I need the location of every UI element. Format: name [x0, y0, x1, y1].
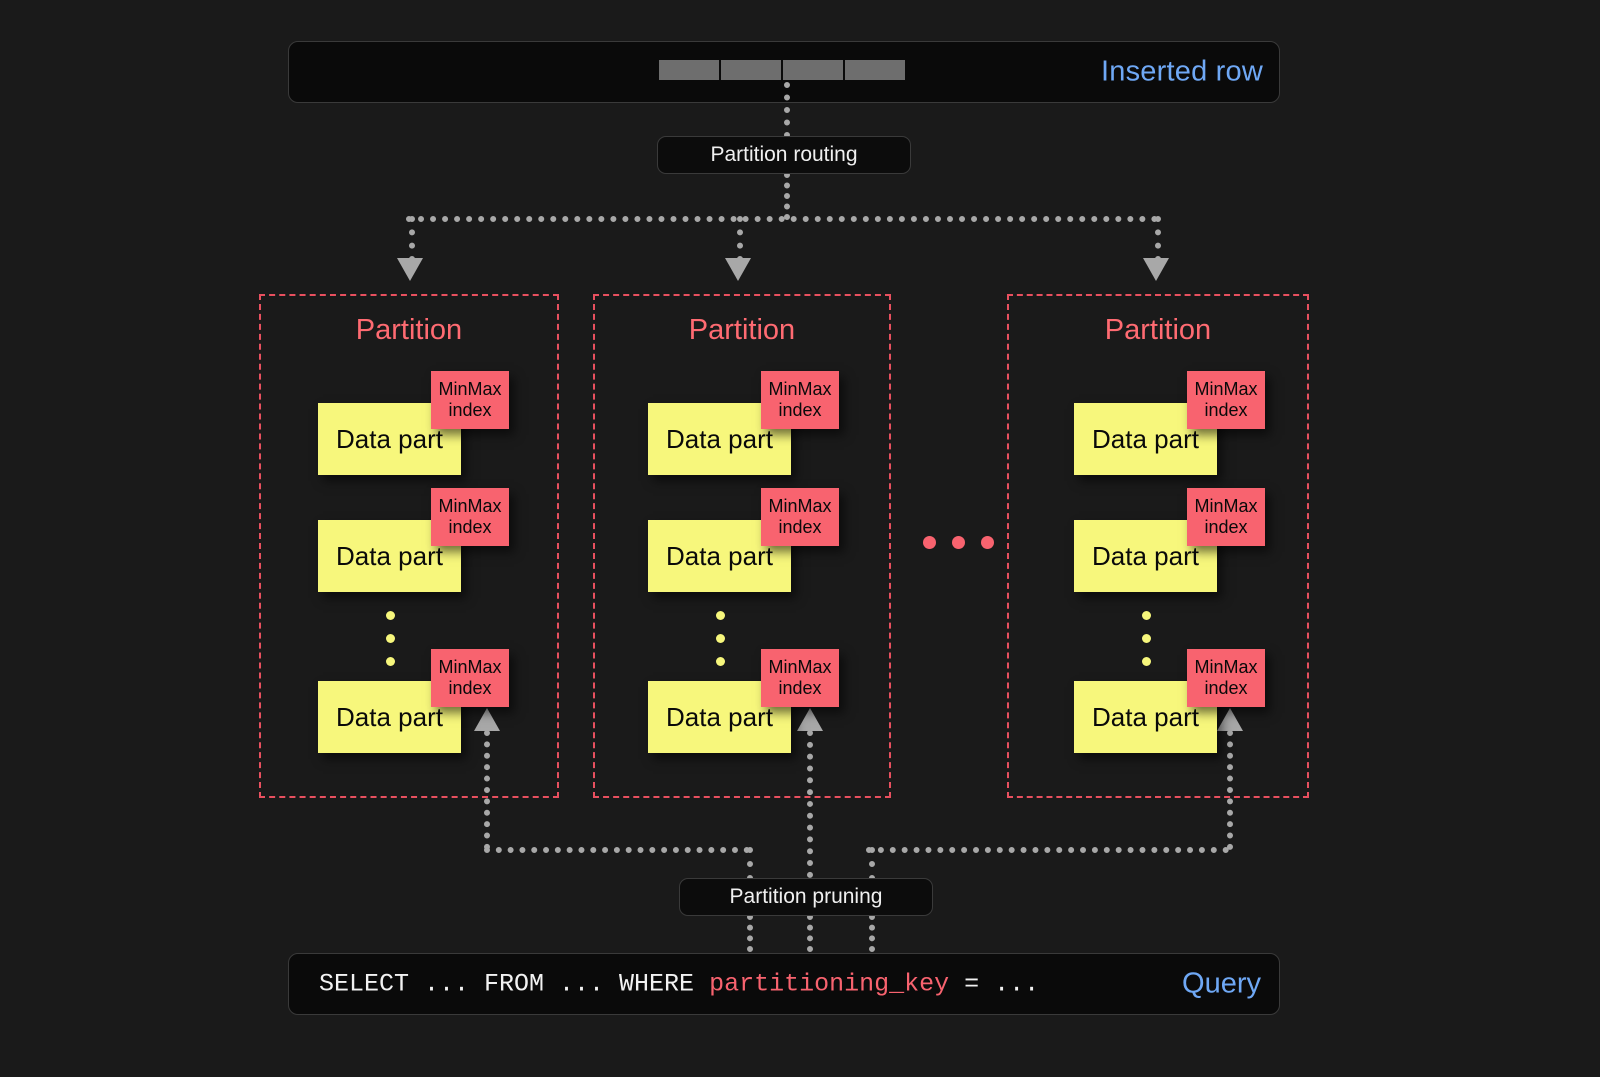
ellipsis-dot [1142, 657, 1151, 666]
ellipsis-dot [1142, 634, 1151, 643]
connector-branch-3 [1155, 216, 1161, 262]
minmax-index-box[interactable]: MinMax index [1187, 649, 1265, 707]
arrow-up-partition-1 [474, 708, 500, 731]
connector-branch-1 [409, 216, 415, 262]
data-part-box[interactable]: Data part [318, 681, 461, 753]
ellipsis-dot [386, 657, 395, 666]
arrow-up-partition-3 [1217, 708, 1243, 731]
ellipsis-dot [1142, 611, 1151, 620]
minmax-index-box[interactable]: MinMax index [761, 488, 839, 546]
ellipsis-dot [386, 611, 395, 620]
ellipsis-dot [952, 536, 965, 549]
vertical-ellipsis [716, 611, 725, 680]
minmax-index-label: MinMax index [768, 496, 832, 537]
partition-box-1[interactable]: Partition MinMax index Data part MinMax … [259, 294, 559, 798]
ellipsis-dot [716, 611, 725, 620]
partition-box-3[interactable]: Partition MinMax index Data part MinMax … [1007, 294, 1309, 798]
connector-prune-bus-left [484, 847, 750, 853]
minmax-index-label: MinMax index [1194, 379, 1258, 420]
arrow-down-partition-3 [1143, 258, 1169, 281]
connector-prune-riser-2 [807, 730, 813, 878]
connector-pruning-to-query-3 [869, 914, 875, 952]
partition-routing-label: Partition routing [657, 136, 911, 174]
partition-title: Partition [355, 314, 463, 346]
minmax-index-label: MinMax index [438, 657, 502, 698]
query-suffix: = ... [949, 969, 1040, 999]
minmax-index-box[interactable]: MinMax index [1187, 488, 1265, 546]
ellipsis-dot [716, 634, 725, 643]
minmax-index-label: MinMax index [438, 379, 502, 420]
inserted-row-cells [659, 60, 905, 80]
minmax-index-label: MinMax index [768, 379, 832, 420]
connector-pruning-to-query-1 [747, 914, 753, 952]
minmax-index-box[interactable]: MinMax index [761, 649, 839, 707]
arrow-up-partition-2 [797, 708, 823, 731]
ellipsis-dot [386, 634, 395, 643]
connector-fanout-bus [406, 216, 1158, 222]
partitions-ellipsis [923, 536, 994, 549]
vertical-ellipsis [1142, 611, 1151, 680]
connector-routing-down [784, 172, 790, 220]
ellipsis-dot [923, 536, 936, 549]
connector-branch-2 [737, 216, 743, 262]
row-cell [783, 60, 843, 80]
query-label: Query [1182, 967, 1261, 1000]
minmax-index-label: MinMax index [1194, 657, 1258, 698]
partition-title: Partition [1104, 314, 1212, 346]
ellipsis-dot [981, 536, 994, 549]
minmax-index-label: MinMax index [438, 496, 502, 537]
query-partitioning-key: partitioning_key [709, 969, 950, 999]
query-bar: SELECT ... FROM ... WHERE partitioning_k… [288, 953, 1280, 1015]
query-prefix: SELECT ... FROM ... WHERE [319, 969, 710, 999]
partition-title: Partition [688, 314, 796, 346]
connector-prune-riser-1 [484, 730, 490, 850]
row-cell [845, 60, 905, 80]
minmax-index-box[interactable]: MinMax index [1187, 371, 1265, 429]
connector-prune-bus-right [866, 847, 1229, 853]
minmax-index-label: MinMax index [1194, 496, 1258, 537]
arrow-down-partition-1 [397, 258, 423, 281]
connector-row-to-routing [784, 82, 790, 138]
connector-prune-drop-left [747, 847, 753, 881]
partition-pruning-label: Partition pruning [679, 878, 933, 916]
query-text: SELECT ... FROM ... WHERE partitioning_k… [319, 970, 1039, 999]
partition-box-2[interactable]: Partition MinMax index Data part MinMax … [593, 294, 891, 798]
data-part-box[interactable]: Data part [1074, 403, 1217, 475]
minmax-index-box[interactable]: MinMax index [431, 649, 509, 707]
minmax-index-box[interactable]: MinMax index [761, 371, 839, 429]
connector-pruning-to-query-2 [807, 914, 813, 952]
ellipsis-dot [716, 657, 725, 666]
vertical-ellipsis [386, 611, 395, 680]
row-cell [659, 60, 719, 80]
inserted-row-label: Inserted row [1101, 55, 1263, 88]
minmax-index-box[interactable]: MinMax index [431, 488, 509, 546]
inserted-row-bar: Inserted row [288, 41, 1280, 103]
arrow-down-partition-2 [725, 258, 751, 281]
data-part-box[interactable]: Data part [318, 403, 461, 475]
minmax-index-label: MinMax index [768, 657, 832, 698]
connector-prune-drop-right [869, 847, 875, 881]
row-cell [721, 60, 781, 80]
minmax-index-box[interactable]: MinMax index [431, 371, 509, 429]
connector-prune-riser-3 [1227, 730, 1233, 850]
